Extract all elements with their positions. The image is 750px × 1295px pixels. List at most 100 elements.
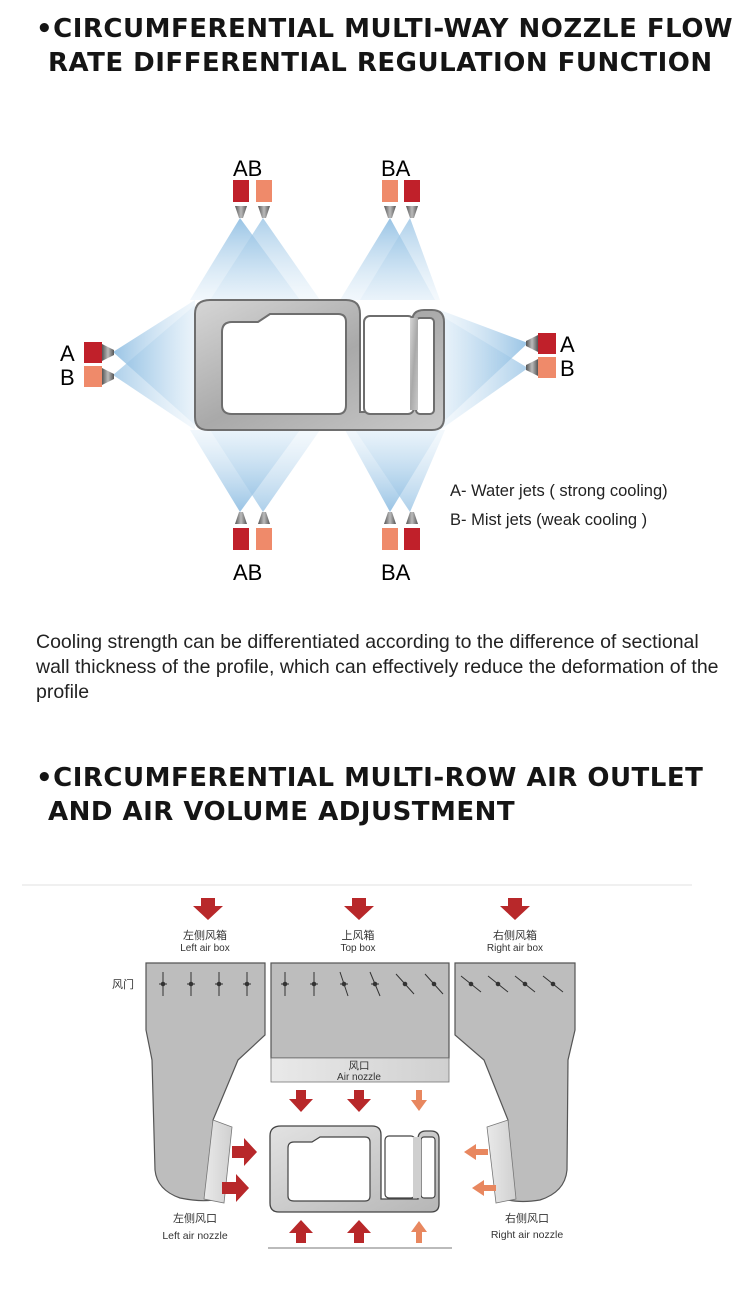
nozzle-group-left: A B xyxy=(60,341,114,390)
water-jet-block xyxy=(404,180,420,202)
arrow-up-icon xyxy=(411,1221,427,1243)
arrow-down-icon xyxy=(411,1090,427,1111)
heading-line: AND AIR VOLUME ADJUSTMENT xyxy=(48,797,516,827)
nozzle-group-right: A B xyxy=(526,332,575,381)
damper-icon xyxy=(215,972,223,996)
air-box-diagram: 左侧风箱 Left air box 上风箱 Top box 右侧风箱 Right… xyxy=(22,884,692,1249)
spray-cone xyxy=(210,218,320,300)
nozzle-tip xyxy=(526,335,538,352)
heading-nozzle-flow: •CIRCUMFERENTIAL MULTI-WAY NOZZLE FLOW R… xyxy=(36,12,736,80)
damper-label: 风门 xyxy=(112,977,134,991)
heading-line: •CIRCUMFERENTIAL MULTI-ROW AIR OUTLET xyxy=(36,763,704,793)
heading-line: RATE DIFFERENTIAL REGULATION FUNCTION xyxy=(48,48,713,78)
nozzle-tip xyxy=(258,512,270,524)
damper-icon xyxy=(487,975,509,993)
heading-line: •CIRCUMFERENTIAL MULTI-WAY NOZZLE FLOW xyxy=(36,14,734,44)
spray-cone xyxy=(113,305,195,430)
nozzle-tip xyxy=(235,206,247,218)
label-ba: BA xyxy=(381,560,411,585)
arrow-down-icon xyxy=(289,1090,313,1112)
air-nozzle-label-cn: 风口 xyxy=(349,1060,370,1072)
mist-jet-block xyxy=(382,180,398,202)
left-air-box xyxy=(145,962,266,1202)
label-a: A xyxy=(560,332,575,357)
damper-icon xyxy=(542,975,564,993)
arrow-down-icon xyxy=(500,898,530,920)
spray-cone xyxy=(210,430,320,512)
damper-icon xyxy=(310,972,318,996)
right-air-box xyxy=(454,962,576,1203)
arrow-right-icon xyxy=(222,1174,249,1202)
mist-jet-block xyxy=(256,180,272,202)
label-b: B xyxy=(560,356,575,381)
right-box-label-cn: 右侧风箱 xyxy=(493,928,537,942)
aluminum-profile xyxy=(194,299,445,431)
top-nozzle-strip xyxy=(270,1057,450,1083)
damper-icon xyxy=(369,971,381,997)
nozzle-tip xyxy=(102,368,114,385)
spray-cones xyxy=(113,218,528,512)
nozzle-tip xyxy=(526,359,538,376)
arrow-up-icon xyxy=(289,1220,313,1243)
label-ba: BA xyxy=(381,156,411,181)
description-paragraph: Cooling strength can be differentiated a… xyxy=(36,631,719,703)
mist-jet-block xyxy=(256,528,272,550)
right-nozzle-label-cn: 右侧风口 xyxy=(505,1211,549,1225)
spray-cone xyxy=(355,430,445,512)
nozzle-tip xyxy=(102,344,114,361)
nozzle-group-bottom-left: AB xyxy=(233,512,272,585)
damper-icon xyxy=(424,973,444,995)
label-ab: AB xyxy=(233,560,262,585)
top-box-label-cn: 上风箱 xyxy=(342,928,375,942)
legend-water-jets: A- Water jets ( strong cooling) xyxy=(450,482,668,500)
arrow-up-icon xyxy=(347,1220,371,1243)
damper-icon xyxy=(460,975,482,993)
top-air-box xyxy=(270,962,450,1059)
left-nozzle-label-en: Left air nozzle xyxy=(162,1230,228,1242)
nozzle-group-bottom-right: BA xyxy=(381,512,420,585)
label-a: A xyxy=(60,341,75,366)
legend-mist-jets: B- Mist jets (weak cooling ) xyxy=(450,511,647,529)
arrow-left-icon xyxy=(472,1180,496,1196)
damper-icon xyxy=(187,972,195,996)
arrow-down-icon xyxy=(344,898,374,920)
water-jet-block xyxy=(233,180,249,202)
spray-cone xyxy=(440,315,528,430)
damper-icon xyxy=(395,973,415,995)
right-box-label-en: Right air box xyxy=(487,943,543,954)
left-box-label-cn: 左侧风箱 xyxy=(183,928,227,942)
mist-jet-block xyxy=(538,357,556,378)
left-box-label-en: Left air box xyxy=(180,943,229,954)
damper-icon xyxy=(281,972,289,996)
damper-icon xyxy=(339,971,349,997)
dampers xyxy=(159,971,564,997)
nozzle-diagram: AB BA AB BA A B A B A- Water jets ( xyxy=(60,156,668,585)
label-b: B xyxy=(60,365,75,390)
water-jet-block xyxy=(84,342,102,363)
mist-jet-block xyxy=(382,528,398,550)
water-jet-block xyxy=(538,333,556,354)
damper-icon xyxy=(159,972,167,996)
nozzle-tip xyxy=(384,206,396,218)
damper-icon xyxy=(243,972,251,996)
mist-jet-block xyxy=(84,366,102,387)
nozzle-group-top-right: BA xyxy=(381,156,420,218)
nozzle-tip xyxy=(235,512,247,524)
water-jet-block xyxy=(404,528,420,550)
right-nozzle-label-en: Right air nozzle xyxy=(491,1229,564,1241)
left-nozzle-label-cn: 左侧风口 xyxy=(173,1212,217,1225)
aluminum-profile xyxy=(269,1125,440,1213)
damper-icon xyxy=(514,975,536,993)
nozzle-tip xyxy=(406,512,418,524)
nozzle-tip xyxy=(258,206,270,218)
arrow-down-icon xyxy=(193,898,223,920)
arrow-right-icon xyxy=(232,1138,257,1166)
feed-arrows xyxy=(193,898,530,920)
right-nozzle-strip xyxy=(486,1119,517,1204)
water-jet-block xyxy=(233,528,249,550)
heading-air-outlet: •CIRCUMFERENTIAL MULTI-ROW AIR OUTLET AN… xyxy=(36,761,736,829)
arrow-down-icon xyxy=(347,1090,371,1112)
nozzle-tip xyxy=(406,206,418,218)
nozzle-tip xyxy=(384,512,396,524)
spray-cone xyxy=(360,218,440,300)
